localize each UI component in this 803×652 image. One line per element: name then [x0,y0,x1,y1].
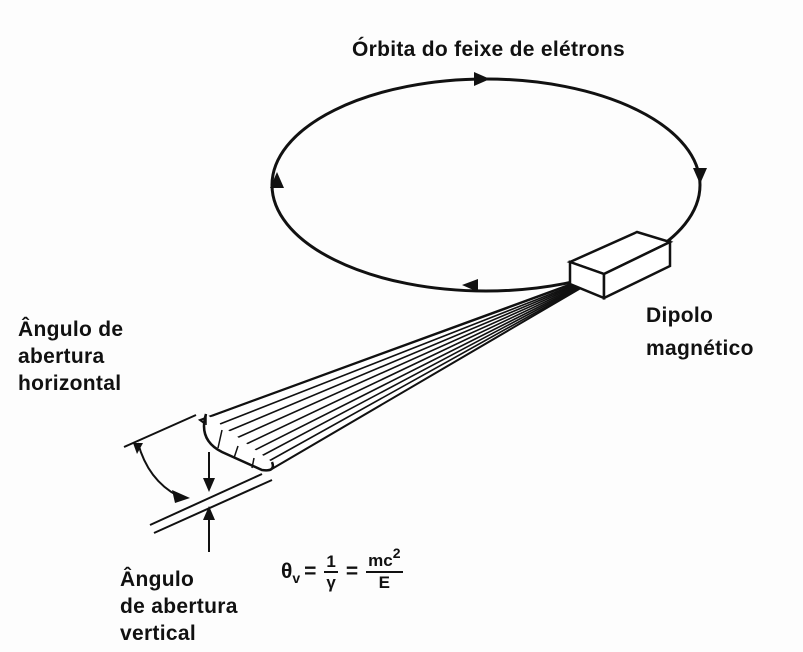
orbit-arrow-right [693,168,707,184]
vertical-angle-label-line-1: Ângulo [120,568,195,591]
fraction-mc2-over-e: mc2 E [366,545,403,592]
fraction-one-over-gamma: 1 γ [324,551,338,592]
magnetic-dipole [566,230,674,300]
orbit-label: Órbita do feixe de elétrons [352,36,625,63]
orbit-arrow-bottom [462,279,478,292]
fraction-2-numerator-base: mc [368,551,393,570]
fraction-2-denominator: E [378,573,391,592]
fraction-2-numerator-exponent: 2 [392,545,401,561]
dipole-label-line-1: Dipolo [646,304,714,327]
vertical-angle-label-line-3: vertical [120,622,196,645]
horizontal-angle-label-line-1: Ângulo de [18,318,124,341]
dipole-label-line-2: magnético [646,337,754,360]
horizontal-angle-label: Ângulo de abertura horizontal [18,316,123,397]
orbit-arrow-left [270,172,284,188]
fraction-2-numerator: mc2 [366,545,403,573]
vertical-angle-arrow-up [203,506,215,520]
fraction-1-denominator: γ [326,572,336,592]
fraction-1-numerator: 1 [324,551,338,573]
opening-angle-equation: θ v = 1 γ = mc2 E [281,545,407,592]
vertical-angle-arrow-down [203,478,215,492]
horizontal-angle-arrow-top [133,443,143,454]
theta-symbol: θ [281,559,293,583]
equals-sign-2: = [345,559,359,583]
orbit-label-text: Órbita do feixe de elétrons [352,38,625,61]
radiation-fan [197,267,616,472]
horizontal-angle-arrow-bottom [172,490,190,503]
dipole-label: Dipolo magnético [646,302,754,362]
vertical-angle-label: Ângulo de abertura vertical [120,566,238,647]
vertical-angle-label-line-2: de abertura [120,595,238,618]
theta-subscript: v [292,569,301,586]
horizontal-angle-label-line-3: horizontal [18,372,122,395]
orbit-arrow-top [474,72,490,86]
equals-sign-1: = [304,559,317,583]
horizontal-angle-label-line-2: abertura [18,345,105,368]
horizontal-angle-lines [123,414,273,534]
